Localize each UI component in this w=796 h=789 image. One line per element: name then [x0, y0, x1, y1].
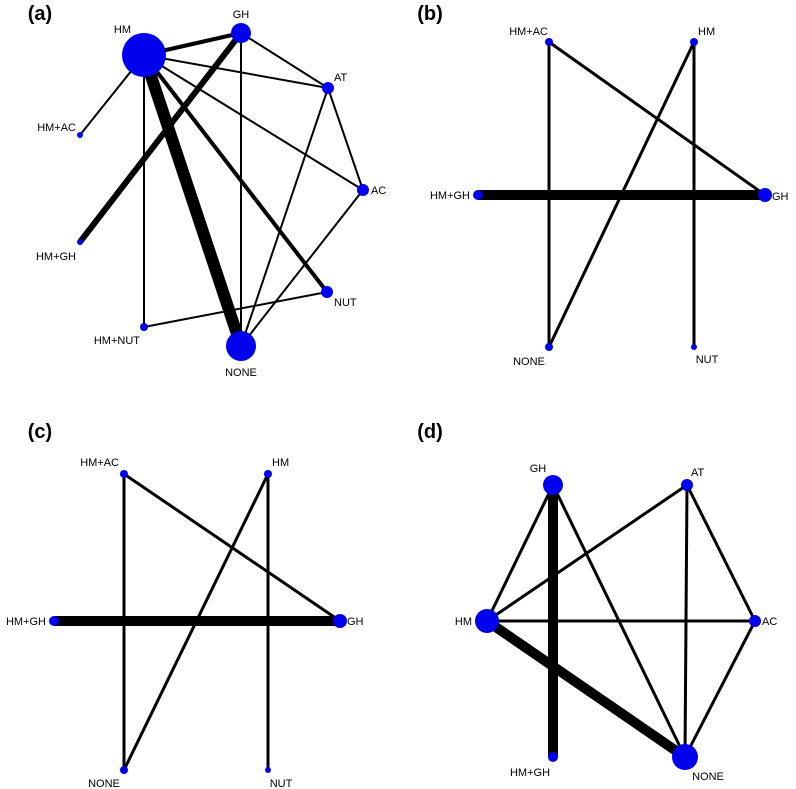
panel-a: (a) HM GH AT HM+AC AC HM+GH NUT HM+NUT NONE [28, 3, 387, 379]
node-label-gh: GH [772, 191, 789, 203]
panel-d: (d) GH AT HM AC HM+GH NONE [417, 421, 777, 783]
node-label-hm-ac: HM+AC [80, 457, 119, 469]
node-label-nut: NUT [696, 354, 719, 366]
nodes-a: HM GH AT HM+AC AC HM+GH NUT HM+NUT NONE [36, 9, 386, 379]
edge-hm-nut [142, 53, 329, 294]
node-gh [231, 23, 251, 43]
node-label-hm-ac: HM+AC [509, 26, 548, 38]
node-label-none: NONE [88, 778, 120, 789]
node-label-ac: AC [762, 616, 777, 628]
node-label-gh: GH [233, 9, 250, 21]
node-none [226, 331, 256, 361]
panel-label-a: (a) [28, 3, 52, 25]
node-label-gh: GH [530, 463, 547, 475]
node-hm [122, 33, 166, 77]
edges-c [54, 472, 341, 771]
node-label-nut: NUT [334, 297, 357, 309]
node-hm [475, 609, 499, 633]
edge-hm-none [138, 53, 247, 348]
edge-hm-none [484, 616, 688, 762]
node-gh [758, 188, 772, 202]
node-label-hm-nut: HM+NUT [94, 335, 140, 347]
edge-ac-none [683, 620, 757, 758]
node-label-none: NONE [225, 367, 257, 379]
node-hm-gh [77, 239, 83, 245]
edges-b [478, 40, 766, 348]
node-label-hm-gh: HM+GH [510, 767, 550, 779]
node-label-gh: GH [347, 616, 364, 628]
nodes-c: HM+AC HM HM+GH GH NONE NUT [6, 457, 364, 789]
node-label-ac: AC [371, 185, 386, 197]
edge-gh-hm-gh [77, 31, 244, 244]
node-hm-nut [140, 323, 148, 331]
node-hm-gh [49, 616, 59, 626]
node-label-none: NONE [692, 771, 724, 783]
node-none [672, 744, 698, 770]
node-ac [357, 184, 369, 196]
node-label-hm: HM [114, 24, 131, 36]
node-nut [265, 767, 271, 773]
edges-a [77, 31, 364, 348]
node-at [322, 82, 334, 94]
node-nut [321, 286, 333, 298]
node-label-hm: HM [272, 457, 289, 469]
node-hm-gh [548, 752, 558, 762]
node-label-hm: HM [455, 616, 472, 628]
node-gh [333, 614, 347, 628]
node-none [545, 343, 553, 351]
node-gh [543, 475, 563, 495]
node-label-hm-ac: HM+AC [37, 122, 76, 134]
nodes-b: HM+AC HM HM+GH GH NONE NUT [430, 26, 789, 368]
node-label-none: NONE [513, 356, 545, 368]
edge-gh-hm [485, 484, 555, 622]
node-none [120, 766, 128, 774]
node-hm-ac [77, 132, 83, 138]
edge-at-none [240, 87, 329, 347]
node-hm [690, 38, 698, 46]
node-nut [691, 344, 697, 350]
panel-label-b: (b) [417, 3, 443, 25]
edge-at-ac [685, 484, 757, 622]
node-label-hm-gh: HM+GH [36, 251, 76, 263]
edges-d [484, 483, 757, 762]
edge-hm-at [143, 54, 329, 89]
edge-nut-hm-nut [143, 291, 328, 328]
edge-gh-at [240, 32, 329, 89]
node-label-hm-gh: HM+GH [6, 616, 46, 628]
node-ac [749, 615, 761, 627]
edge-hm-ac [143, 54, 364, 191]
node-at [681, 479, 693, 491]
node-label-at: AT [334, 72, 348, 84]
node-label-nut: NUT [270, 778, 293, 789]
node-hm-gh [473, 190, 483, 200]
nodes-d: GH AT HM AC HM+GH NONE [455, 463, 777, 783]
panel-label-d: (d) [417, 421, 443, 443]
panel-c: (c) HM+AC HM HM+GH GH NONE NUT [6, 421, 364, 789]
edge-at-ac [327, 87, 364, 191]
node-hm-ac [545, 38, 553, 46]
node-label-hm: HM [698, 26, 715, 38]
node-label-hm-gh: HM+GH [430, 190, 470, 202]
panel-b: (b) HM+AC HM HM+GH GH NONE NUT [417, 3, 788, 368]
node-hm [264, 470, 272, 478]
edge-at-hm [486, 483, 688, 623]
panel-label-c: (c) [28, 421, 52, 443]
edge-ac-none [240, 189, 364, 347]
node-hm-ac [120, 470, 128, 478]
node-label-at: AT [691, 467, 705, 479]
